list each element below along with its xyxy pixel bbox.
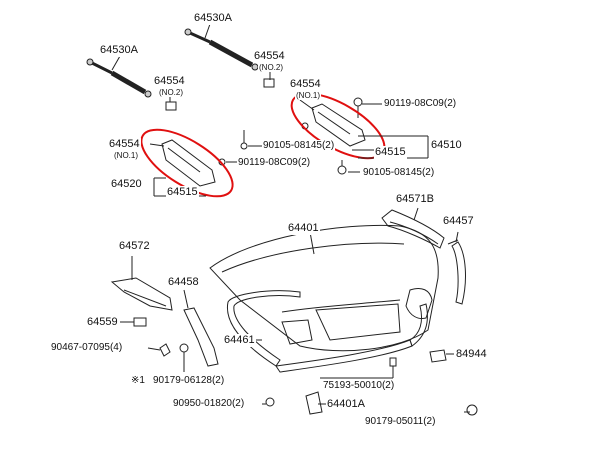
label-75193: 75193-50010(2) [322, 380, 396, 392]
gas-strut-64530a-lower [86, 58, 152, 98]
label-mark-1: ※1 [130, 375, 146, 387]
label-90105-left: 90105-08145(2) [262, 140, 336, 152]
clip-90179-06128 [179, 343, 189, 353]
label-64554-c-note: (NO.1) [295, 91, 321, 100]
label-90467: 90467-07095(4) [50, 342, 124, 354]
label-64461: 64461 [223, 334, 256, 347]
label-90179-05011: 90179-05011(2) [364, 416, 437, 428]
label-64530a-top: 64530A [193, 12, 233, 25]
highlight-ellipse-left [140, 128, 234, 198]
label-64510: 64510 [430, 139, 463, 152]
label-64457: 64457 [442, 215, 475, 228]
screw-90467 [159, 343, 171, 357]
label-64554-d: 64554 [108, 138, 141, 151]
bumper-84944 [429, 349, 447, 363]
weatherstrip-64461 [226, 290, 428, 373]
label-64554-b-note: (NO.2) [158, 88, 184, 97]
label-64554-d-note: (NO.1) [113, 151, 139, 160]
bumper-75193 [389, 357, 397, 367]
label-84944: 84944 [455, 348, 488, 361]
hinge-64515-left [161, 139, 216, 187]
label-64572: 64572 [118, 240, 151, 253]
label-64515-left: 64515 [166, 186, 199, 199]
panel-64457 [447, 239, 466, 305]
bolt-90105-right [337, 160, 347, 175]
label-90179-06128: 90179-06128(2) [152, 375, 226, 387]
bracket-64401a [305, 391, 323, 415]
panel-64571b [381, 209, 445, 249]
label-90119-right: 90119-08C09(2) [383, 98, 458, 110]
label-64520: 64520 [110, 178, 143, 191]
gas-strut-64530a-upper [184, 28, 259, 71]
label-90950: 90950-01820(2) [172, 398, 246, 410]
panel-64458 [183, 307, 219, 367]
trunk-lid-64401 [209, 224, 439, 352]
label-64401a: 64401A [326, 398, 366, 411]
label-90119-left: 90119-08C09(2) [237, 157, 312, 169]
label-64554-c: 64554 [289, 78, 322, 91]
label-64515-right: 64515 [374, 146, 407, 159]
label-64554-a-note: (NO.2) [258, 63, 284, 72]
clip-64559 [133, 317, 147, 327]
label-64401: 64401 [287, 222, 320, 235]
clip-90950 [265, 397, 275, 407]
label-64571b: 64571B [395, 193, 435, 206]
bolt-90105-left [240, 130, 248, 150]
cap-64554-a [263, 78, 275, 88]
label-64554-a: 64554 [253, 50, 286, 63]
label-64554-b: 64554 [153, 75, 186, 88]
label-64530a-left: 64530A [99, 44, 139, 57]
plug-90179-05011 [466, 404, 478, 416]
label-64458: 64458 [167, 276, 200, 289]
label-90105-right: 90105-08145(2) [362, 167, 436, 179]
panel-64572 [110, 277, 173, 311]
label-64559: 64559 [86, 316, 119, 329]
cap-64554-b [165, 101, 177, 111]
